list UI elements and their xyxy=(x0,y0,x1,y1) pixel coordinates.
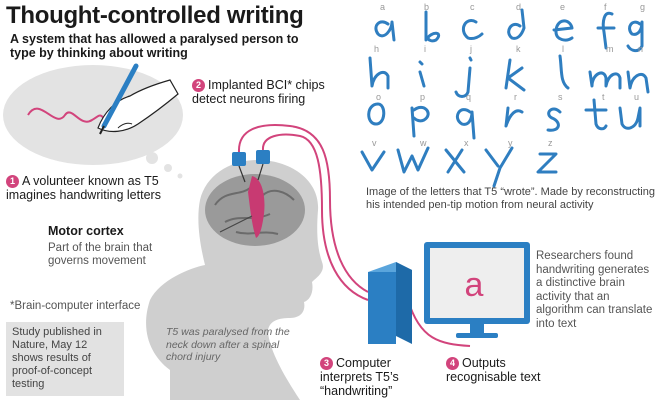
letter-label-d: d xyxy=(516,2,521,12)
letter-y-trace xyxy=(484,146,514,188)
letter-d-trace xyxy=(507,8,526,40)
letter-p-trace xyxy=(410,105,430,138)
letter-f-trace xyxy=(596,11,616,50)
bci-chip-right xyxy=(256,150,270,164)
thought-bubble xyxy=(3,65,183,165)
thought-bubble-dot xyxy=(164,164,172,172)
letter-label-h: h xyxy=(374,44,379,54)
letter-label-z: z xyxy=(548,138,553,148)
letter-n-trace xyxy=(626,70,650,94)
letter-g-trace xyxy=(626,20,644,53)
letter-x-trace xyxy=(444,148,466,174)
letter-b-trace xyxy=(424,10,441,43)
brain-illustration xyxy=(205,174,305,246)
letter-e-trace xyxy=(552,19,574,42)
footnote: *Brain-computer interface xyxy=(10,300,141,312)
letter-q-trace xyxy=(456,108,476,140)
letter-label-i: i xyxy=(424,44,426,54)
letter-a-trace xyxy=(374,20,396,42)
letter-j-trace xyxy=(454,56,473,98)
letter-label-v: v xyxy=(372,138,377,148)
letter-label-g: g xyxy=(640,2,645,12)
letter-v-trace xyxy=(360,150,386,172)
letter-label-w: w xyxy=(419,138,427,148)
step-1-text: A volunteer known as T5 imagines handwri… xyxy=(6,174,161,202)
letter-label-p: p xyxy=(420,92,425,102)
hand-with-pen-icon xyxy=(97,63,179,135)
letter-m-trace xyxy=(588,70,622,90)
letter-label-f: f xyxy=(604,2,607,12)
letter-h-trace xyxy=(368,56,390,90)
cable-to-computer xyxy=(237,124,369,293)
letter-w-trace xyxy=(396,146,430,174)
letter-label-c: c xyxy=(470,2,475,12)
letter-label-t: t xyxy=(602,92,605,102)
page-title: Thought-controlled writing xyxy=(6,2,304,29)
letter-label-y: y xyxy=(508,138,513,148)
paralysed-note: T5 was paralysed from the neck down afte… xyxy=(166,326,290,363)
letter-label-j: j xyxy=(469,44,472,54)
researchers-note: Researchers found handwriting generates … xyxy=(536,250,653,330)
motor-cortex-desc: Part of the brain that governs movement xyxy=(48,242,153,267)
step-number-badge: 2 xyxy=(192,79,205,92)
scribble-line xyxy=(27,107,109,127)
step-number-badge: 4 xyxy=(446,357,459,370)
letter-z-trace xyxy=(536,152,558,174)
letter-label-l: l xyxy=(562,44,564,54)
step-number-badge: 3 xyxy=(320,357,333,370)
cable-to-computer xyxy=(261,133,369,301)
letter-o-trace xyxy=(367,102,386,126)
letter-label-b: b xyxy=(424,2,429,12)
step-3-text: Computer interprets T5’s “handwriting” xyxy=(320,356,399,398)
step-4-text: Outputs recognisable text xyxy=(446,356,541,384)
letter-u-trace xyxy=(618,106,642,130)
letter-c-trace xyxy=(462,19,484,40)
page-subtitle: A system that has allowed a paralysed pe… xyxy=(10,32,299,60)
letter-r-trace xyxy=(504,106,524,128)
thought-bubble-dot xyxy=(177,173,183,179)
letter-label-m: m xyxy=(606,44,614,54)
letter-label-s: s xyxy=(558,92,563,102)
letter-label-x: x xyxy=(464,138,469,148)
thought-bubble-dot xyxy=(146,152,158,164)
motor-cortex-pointer xyxy=(219,215,253,233)
letter-label-k: k xyxy=(516,44,521,54)
step-2-text: Implanted BCI* chips detect neurons firi… xyxy=(192,78,325,106)
bci-chip-left xyxy=(232,152,246,166)
monitor-icon xyxy=(424,242,530,338)
letter-labels: a b c d e f g h i j k l m n o p q r s t u v w x y z xyxy=(372,2,645,148)
letter-label-u: u xyxy=(634,92,639,102)
study-note-box: Study published in Nature, May 12 shows … xyxy=(6,322,124,396)
letter-label-r: r xyxy=(514,92,517,102)
letter-t-trace xyxy=(584,98,608,131)
letter-label-o: o xyxy=(376,92,381,102)
screen-letter: a xyxy=(465,266,484,304)
letter-label-n: n xyxy=(638,44,643,54)
letter-k-trace xyxy=(504,58,526,92)
letter-l-trace xyxy=(558,54,570,90)
letters-caption: Image of the letters that T5 “wrote”. Ma… xyxy=(366,186,655,211)
step-number-badge: 1 xyxy=(6,175,19,188)
motor-cortex-callout: Motor cortex Part of the brain that gove… xyxy=(48,224,158,268)
letter-label-e: e xyxy=(560,2,565,12)
letter-i-trace xyxy=(418,60,426,88)
letter-label-a: a xyxy=(380,2,385,12)
letter-label-q: q xyxy=(466,92,471,102)
letters-grid xyxy=(360,8,650,188)
letter-s-trace xyxy=(546,107,562,132)
motor-cortex-highlight xyxy=(248,176,265,238)
motor-cortex-title: Motor cortex xyxy=(48,224,124,238)
computer-icon xyxy=(368,262,412,344)
